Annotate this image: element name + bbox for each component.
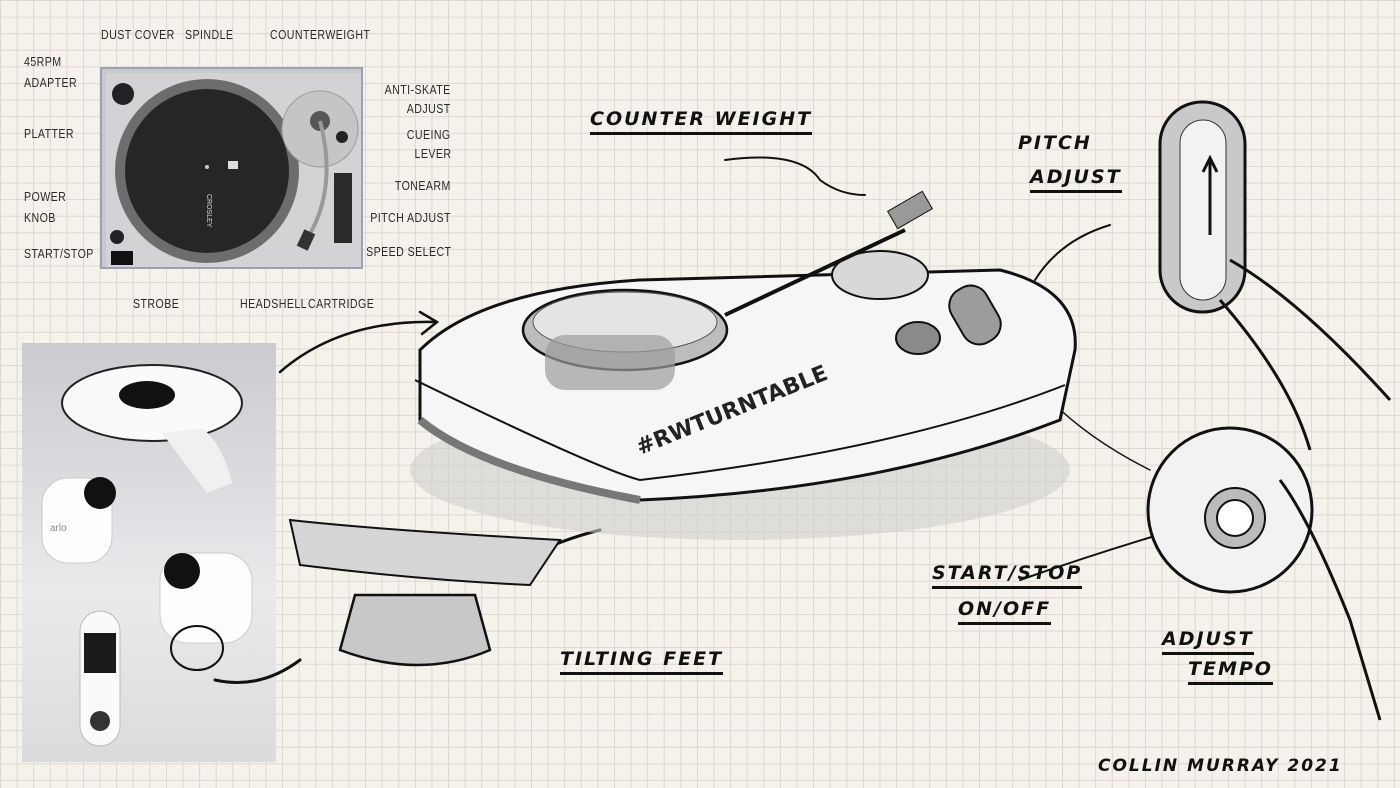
platter xyxy=(521,288,729,372)
adjust-tempo-label-1: ADJUST xyxy=(1162,628,1254,655)
platter-mat xyxy=(125,89,289,253)
label-lever: LEVER xyxy=(414,147,451,161)
adjust-label: ADJUST xyxy=(1030,166,1122,193)
start-stop-label: START/STOP xyxy=(932,562,1083,589)
reference-turntable-photo: CROSLEY xyxy=(100,67,363,269)
tonearm-sketch xyxy=(724,228,906,317)
label-speed-select: SPEED SELECT xyxy=(365,245,451,259)
label-cueing: CUEING xyxy=(407,128,451,142)
label-tonearm: TONEARM xyxy=(395,179,451,193)
label-cartridge: CARTRIDGE xyxy=(308,297,375,311)
label-counterweight: COUNTERWEIGHT xyxy=(270,28,371,42)
tempo-knob-sketch xyxy=(1146,426,1314,594)
signature: COLLIN MURRAY 2021 xyxy=(1098,756,1343,776)
spindle xyxy=(205,165,209,169)
label-adapter: ADAPTER xyxy=(24,76,78,90)
label-pitch-adjust: PITCH ADJUST xyxy=(370,211,451,225)
counter-weight-label: COUNTER WEIGHT xyxy=(590,108,813,135)
adapter xyxy=(112,83,134,105)
camera-brand: arlo xyxy=(50,523,67,534)
tilting-foot xyxy=(288,518,562,587)
label-spindle: SPINDLE xyxy=(185,28,234,42)
label-power: POWER xyxy=(24,190,67,204)
pitch-slider xyxy=(334,173,352,243)
pitch-label: PITCH xyxy=(1018,132,1092,154)
counterweight-sketch xyxy=(886,190,934,230)
camera-photo-drawing: arlo xyxy=(41,364,253,747)
arrow-counterweight xyxy=(724,156,866,196)
turntable-photo-drawing: CROSLEY xyxy=(106,73,361,267)
label-strobe: STROBE xyxy=(133,297,180,311)
label-adjust: ADJUST xyxy=(407,102,451,116)
arrow-camera-to-body xyxy=(278,320,437,374)
on-off-label: ON/OFF xyxy=(958,598,1052,625)
label-platter: PLATTER xyxy=(24,127,75,141)
turntable-body xyxy=(418,268,1077,502)
label-dust-cover: DUST COVER xyxy=(101,28,175,42)
brand-text: CROSLEY xyxy=(205,194,212,228)
label-start-stop: START/STOP xyxy=(24,247,94,261)
hashtag-label: #RWTURNTABLE xyxy=(633,361,832,461)
tonearm xyxy=(305,120,329,241)
camera-reference-photo: arlo xyxy=(22,343,276,762)
adjust-tempo-label-2: TEMPO xyxy=(1188,658,1273,685)
label-headshell: HEADSHELL xyxy=(240,297,308,311)
pitch-control-sketch xyxy=(1158,100,1247,314)
tilting-feet-label: TILTING FEET xyxy=(560,648,724,675)
label-anti-skate: ANTI-SKATE xyxy=(384,83,451,97)
label-knob: KNOB xyxy=(24,211,56,225)
label-45rpm: 45RPM xyxy=(24,55,62,69)
